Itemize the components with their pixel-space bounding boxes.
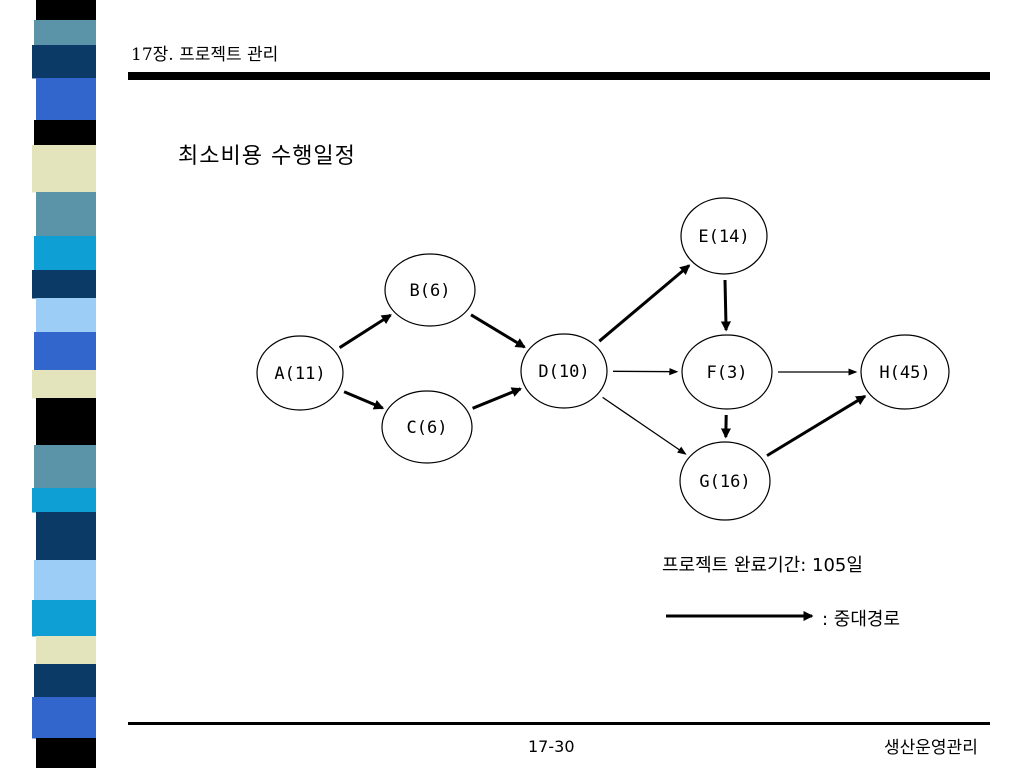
node-c-label: C(6) xyxy=(407,418,448,438)
node-d-circle xyxy=(520,333,608,409)
edge-a-c-critical xyxy=(343,390,385,410)
stripe-band xyxy=(36,192,96,237)
edge-d-g xyxy=(602,396,687,455)
node-a-label: A(11) xyxy=(274,364,325,384)
chapter-title: 17장. 프로젝트 관리 xyxy=(131,45,279,65)
stripe-band xyxy=(36,636,96,665)
node-a-circle xyxy=(256,335,344,411)
stripe-band xyxy=(36,512,96,561)
header-divider xyxy=(128,72,990,80)
project-completion-time: 프로젝트 완료기간: 105일 xyxy=(662,555,863,576)
stripe-band xyxy=(32,600,96,637)
node-g-circle xyxy=(679,441,771,521)
node-c-circle xyxy=(381,390,473,464)
node-e: E(14) xyxy=(680,197,768,275)
decorative-stripe-bar xyxy=(32,0,96,768)
edge-d-e-critical xyxy=(598,264,691,343)
edge-b-d-critical xyxy=(470,313,526,349)
node-g: G(16) xyxy=(679,441,771,521)
stripe-band xyxy=(36,398,96,446)
node-d-label: D(10) xyxy=(538,362,589,382)
node-d: D(10) xyxy=(520,333,608,409)
node-b-label: B(6) xyxy=(410,281,451,301)
node-a: A(11) xyxy=(256,335,344,411)
stripe-band xyxy=(36,0,96,21)
node-b: B(6) xyxy=(384,253,476,327)
node-g-label: G(16) xyxy=(699,472,750,492)
edge-g-h-critical xyxy=(766,394,867,457)
stripe-band xyxy=(34,445,96,489)
stripe-band xyxy=(34,20,96,46)
stripe-band xyxy=(34,236,96,271)
stripe-band xyxy=(32,488,96,513)
stripe-band xyxy=(32,697,96,739)
stripe-band xyxy=(32,45,96,79)
footer-divider xyxy=(128,722,990,725)
node-f: F(3) xyxy=(681,334,773,410)
node-e-circle xyxy=(680,197,768,275)
stripe-band xyxy=(36,738,96,768)
node-h-label: H(45) xyxy=(879,363,930,383)
stripe-band xyxy=(36,298,96,333)
node-e-label: E(14) xyxy=(698,227,749,247)
node-c: C(6) xyxy=(381,390,473,464)
node-b-circle xyxy=(384,253,476,327)
node-h-circle xyxy=(860,334,950,410)
legend-critical-path-label: : 중대경로 xyxy=(822,609,901,630)
stripe-band xyxy=(34,664,96,698)
stripe-band xyxy=(34,120,96,146)
slide-title: 최소비용 수행일정 xyxy=(178,144,356,169)
edge-e-f-critical xyxy=(720,279,732,332)
stripe-band xyxy=(32,370,96,399)
course-name: 생산운영관리 xyxy=(884,738,978,758)
stripe-band xyxy=(36,78,96,121)
node-f-circle xyxy=(681,334,773,410)
stripe-band xyxy=(32,270,96,299)
stripe-band xyxy=(34,560,96,601)
page-number: 17-30 xyxy=(528,737,575,756)
stripe-band xyxy=(34,332,96,371)
node-h: H(45) xyxy=(860,334,950,410)
edge-c-d-critical xyxy=(472,387,522,410)
edge-a-b-critical xyxy=(338,313,392,349)
node-f-label: F(3) xyxy=(707,363,748,383)
stripe-band xyxy=(32,145,96,193)
